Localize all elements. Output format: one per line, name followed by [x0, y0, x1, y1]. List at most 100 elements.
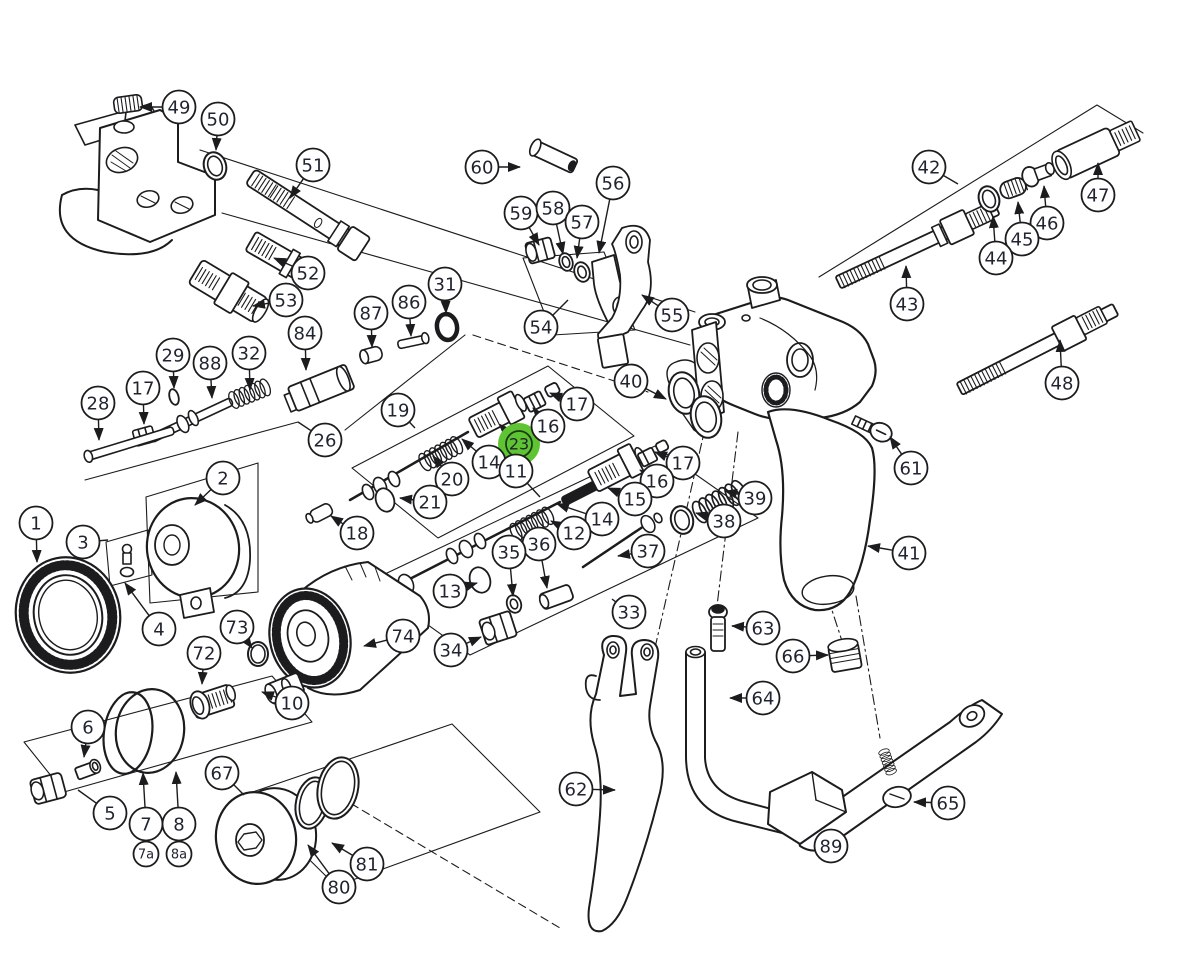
callout-21[interactable]: 21 — [412, 484, 448, 520]
callout-35[interactable]: 35 — [491, 534, 527, 570]
part-spray-head-36 — [538, 584, 574, 610]
callout-80[interactable]: 80 — [321, 869, 357, 905]
callout-62[interactable]: 62 — [558, 771, 594, 807]
callout-circle — [535, 190, 571, 226]
callout-number: 64 — [752, 688, 775, 709]
callout-18[interactable]: 18 — [339, 515, 375, 551]
callout-circle — [295, 147, 331, 183]
leader-line-63 — [731, 621, 747, 632]
leader-line-37 — [617, 549, 632, 559]
callout-47[interactable]: 47 — [1080, 177, 1116, 213]
callout-14[interactable]: 14 — [471, 444, 507, 480]
callout-39[interactable]: 39 — [737, 480, 773, 516]
callout-42[interactable]: 42 — [911, 149, 947, 185]
callout-37[interactable]: 37 — [630, 533, 666, 569]
callout-40[interactable]: 40 — [613, 363, 649, 399]
callout-28[interactable]: 28 — [80, 385, 116, 421]
callout-circle — [611, 594, 647, 630]
callout-36[interactable]: 36 — [521, 526, 557, 562]
callout-52[interactable]: 52 — [290, 255, 326, 291]
callout-32[interactable]: 32 — [231, 335, 267, 371]
callout-34[interactable]: 34 — [433, 632, 469, 668]
callout-number: 47 — [1087, 185, 1110, 206]
callout-41[interactable]: 41 — [891, 535, 927, 571]
callout-26[interactable]: 26 — [307, 422, 343, 458]
callout-7a[interactable]: 7a — [132, 840, 160, 868]
callout-circle — [349, 846, 385, 882]
callout-86[interactable]: 86 — [391, 284, 427, 320]
callout-56[interactable]: 56 — [595, 165, 631, 201]
callout-highlighted-23[interactable]: 23 — [498, 423, 540, 465]
callout-49[interactable]: 49 — [161, 89, 197, 125]
callout-circle — [192, 345, 228, 381]
callout-circle — [231, 335, 267, 371]
callout-7[interactable]: 7 — [128, 806, 164, 842]
callout-65[interactable]: 65 — [930, 785, 966, 821]
callout-48[interactable]: 48 — [1044, 365, 1080, 401]
leader-line-17 — [549, 392, 563, 403]
callout-61[interactable]: 61 — [893, 450, 929, 486]
callout-51[interactable]: 51 — [295, 147, 331, 183]
callout-64[interactable]: 64 — [745, 680, 781, 716]
callout-number: 88 — [199, 353, 222, 374]
callout-29[interactable]: 29 — [155, 337, 191, 373]
callout-15[interactable]: 15 — [617, 481, 653, 517]
callout-number: 63 — [752, 618, 775, 639]
callout-84[interactable]: 84 — [287, 315, 323, 351]
callout-number: 17 — [566, 394, 589, 415]
callout-14[interactable]: 14 — [584, 501, 620, 537]
callout-54[interactable]: 54 — [523, 309, 559, 345]
callout-45[interactable]: 45 — [1004, 221, 1040, 257]
callout-81[interactable]: 81 — [349, 846, 385, 882]
callout-46[interactable]: 46 — [1029, 205, 1065, 241]
callout-63[interactable]: 63 — [745, 610, 781, 646]
callout-57[interactable]: 57 — [564, 204, 600, 240]
callout-43[interactable]: 43 — [889, 286, 925, 322]
callout-66[interactable]: 66 — [775, 638, 811, 674]
part-trigger-62 — [584, 634, 664, 933]
callout-number: 50 — [207, 109, 230, 130]
callout-44[interactable]: 44 — [978, 240, 1014, 276]
callout-circle — [155, 337, 191, 373]
leader-line-67 — [233, 784, 245, 796]
callout-59[interactable]: 59 — [503, 195, 539, 231]
callout-17[interactable]: 17 — [665, 445, 701, 481]
callout-72[interactable]: 72 — [186, 635, 222, 671]
callout-12[interactable]: 12 — [556, 515, 592, 551]
callout-19[interactable]: 19 — [380, 392, 416, 428]
callout-20[interactable]: 20 — [434, 461, 470, 497]
callout-31[interactable]: 31 — [427, 266, 463, 302]
callout-8[interactable]: 8 — [161, 806, 197, 842]
callout-10[interactable]: 10 — [274, 685, 310, 721]
callout-50[interactable]: 50 — [200, 101, 236, 137]
callout-89[interactable]: 89 — [813, 828, 849, 864]
callout-16[interactable]: 16 — [530, 408, 566, 444]
leader-line-17 — [138, 404, 149, 425]
callout-1[interactable]: 1 — [18, 505, 54, 541]
callout-6[interactable]: 6 — [70, 709, 106, 745]
callout-8a[interactable]: 8a — [165, 840, 193, 868]
callout-73[interactable]: 73 — [219, 609, 255, 645]
leader-line-28 — [93, 419, 104, 441]
callout-33[interactable]: 33 — [611, 594, 647, 630]
callout-5[interactable]: 5 — [92, 795, 128, 831]
callout-87[interactable]: 87 — [353, 295, 389, 331]
callout-38[interactable]: 38 — [706, 503, 742, 539]
leader-line-62 — [592, 784, 616, 795]
callout-17[interactable]: 17 — [125, 370, 161, 406]
callout-53[interactable]: 53 — [268, 282, 304, 318]
callout-58[interactable]: 58 — [535, 190, 571, 226]
callout-3[interactable]: 3 — [65, 524, 101, 560]
callout-88[interactable]: 88 — [192, 345, 228, 381]
callout-17[interactable]: 17 — [559, 386, 595, 422]
callout-74[interactable]: 74 — [385, 618, 421, 654]
leader-line-88 — [206, 379, 217, 399]
part-adjust-knob-74 — [268, 561, 430, 696]
callout-60[interactable]: 60 — [464, 149, 500, 185]
callout-67[interactable]: 67 — [204, 755, 240, 791]
callout-2[interactable]: 2 — [205, 460, 241, 496]
callout-4[interactable]: 4 — [141, 611, 177, 647]
callout-55[interactable]: 55 — [654, 297, 690, 333]
callout-13[interactable]: 13 — [432, 573, 468, 609]
callout-11[interactable]: 11 — [498, 453, 534, 489]
